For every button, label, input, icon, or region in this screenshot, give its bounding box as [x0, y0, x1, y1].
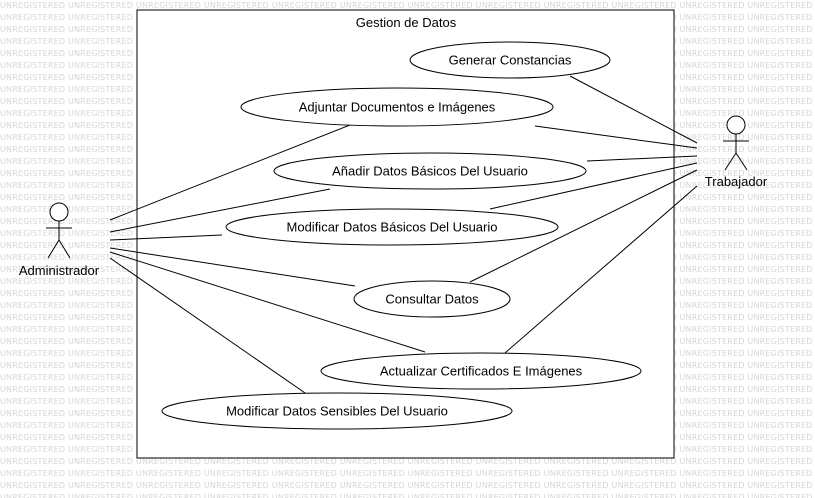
actor-trabajador-label: Trabajador [705, 174, 768, 189]
use-case-label: Modificar Datos Básicos Del Usuario [287, 220, 498, 235]
assoc-admin-modificar-basicos[interactable] [109, 234, 223, 241]
watermark-row: UNREGISTERED UNREGISTERED UNREGISTERED U… [0, 481, 815, 490]
assoc-admin-actualizar[interactable] [109, 251, 426, 353]
watermark-row: UNREGISTERED UNREGISTERED UNREGISTERED U… [0, 1, 815, 10]
use-case-label: Generar Constancias [449, 53, 572, 68]
assoc-trab-adjuntar[interactable] [534, 125, 698, 149]
assoc-trab-modificar-basicos[interactable] [489, 162, 698, 210]
actor-head-icon [726, 115, 746, 135]
assoc-trab-generar[interactable] [569, 75, 698, 144]
watermark-row: UNREGISTERED UNREGISTERED UNREGISTERED U… [0, 469, 815, 478]
use-case-consultar-datos[interactable]: Consultar Datos [353, 280, 511, 318]
use-case-label: Actualizar Certificados E Imágenes [380, 364, 583, 379]
use-case-label: Adjuntar Documentos e Imágenes [299, 100, 496, 115]
actor-administrador[interactable] [46, 202, 72, 259]
watermark-row: UNREGISTERED UNREGISTERED UNREGISTERED U… [0, 457, 815, 466]
use-case-actualizar-certificados[interactable]: Actualizar Certificados E Imágenes [320, 352, 642, 390]
use-case-label: Consultar Datos [385, 292, 479, 307]
actor-administrador-label: Administrador [19, 263, 100, 278]
assoc-trab-anadir[interactable] [586, 155, 698, 162]
assoc-admin-anadir[interactable] [109, 188, 331, 233]
assoc-trab-consultar[interactable] [469, 169, 698, 283]
watermark-row: UNREGISTERED UNREGISTERED UNREGISTERED U… [0, 493, 815, 498]
assoc-admin-modificar-sensibles[interactable] [109, 257, 309, 396]
assoc-admin-consultar[interactable] [109, 247, 356, 287]
use-case-anadir-datos[interactable]: Añadir Datos Básicos Del Usuario [273, 152, 587, 190]
use-case-modificar-datos-basicos[interactable]: Modificar Datos Básicos Del Usuario [225, 208, 559, 246]
actor-trabajador[interactable] [723, 115, 749, 171]
use-case-modificar-datos-sensibles[interactable]: Modificar Datos Sensibles Del Usuario [161, 392, 513, 430]
actor-head-icon [49, 202, 69, 222]
assoc-admin-adjuntar[interactable] [109, 124, 351, 221]
use-case-adjuntar-documentos[interactable]: Adjuntar Documentos e Imágenes [240, 87, 554, 127]
use-case-label: Modificar Datos Sensibles Del Usuario [226, 404, 448, 419]
associations [109, 75, 698, 396]
assoc-trab-actualizar[interactable] [504, 185, 698, 354]
use-case-generar-constancias[interactable]: Generar Constancias [409, 41, 611, 79]
use-case-label: Añadir Datos Básicos Del Usuario [332, 164, 528, 179]
system-title: Gestion de Datos [356, 15, 457, 30]
